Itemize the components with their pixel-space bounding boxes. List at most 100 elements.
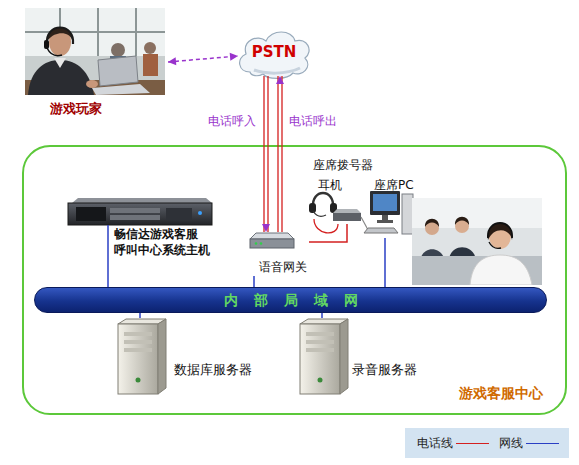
server-drive [110, 215, 160, 220]
headset [309, 193, 337, 216]
window-frame [25, 8, 165, 56]
device-label: 耳机 [318, 177, 342, 194]
monitor-base [377, 220, 393, 223]
headset-band [488, 223, 512, 238]
usb-cable [361, 217, 368, 230]
server-top [72, 198, 212, 203]
arrow-head [168, 57, 176, 65]
server-front [68, 203, 212, 225]
drive-bay [306, 332, 334, 336]
headset-mic [47, 48, 62, 56]
player-hair [48, 27, 72, 40]
cloud-shading [254, 68, 300, 73]
gateway-node: 语音网关 [247, 232, 309, 276]
database-tower [118, 319, 166, 394]
agents-photo [412, 198, 542, 285]
background-person-head [144, 42, 156, 54]
network-line [321, 313, 323, 318]
monitor [370, 191, 400, 215]
dialer-top [333, 209, 361, 213]
network-line [139, 313, 141, 318]
device-label: 数据库服务器 [174, 361, 252, 379]
connector [108, 258, 109, 287]
database-server-node: 数据库服务器 [112, 318, 264, 398]
phone-line [281, 76, 282, 232]
keyboard [364, 228, 398, 233]
connector [262, 76, 270, 232]
agent-pc [364, 191, 413, 234]
player-label: 游戏玩家 [50, 100, 102, 118]
headset-mic [313, 211, 326, 216]
pstn-cloud: PSTN [234, 26, 314, 80]
arrow-head [230, 53, 238, 61]
legend-box: 电话线网线 [405, 428, 569, 458]
desk-partition [412, 256, 542, 285]
recording-server-node: 录音服务器 [297, 318, 431, 398]
server-bay [76, 207, 106, 221]
tower-front [300, 324, 340, 394]
headset-cup [309, 203, 316, 213]
player-hand [86, 80, 98, 88]
agent-hair [488, 223, 513, 240]
drive-bay [306, 348, 334, 352]
tower-side [158, 319, 166, 394]
legend-line-sample [456, 443, 489, 444]
connector [254, 276, 255, 287]
arrow-head [276, 76, 284, 84]
band-label: 内部局域网 [35, 288, 546, 312]
agent-body [470, 255, 532, 285]
background-person-head [111, 43, 125, 57]
dialer-front [333, 213, 361, 221]
photo-background [412, 198, 542, 285]
player-collar [54, 58, 66, 68]
drive-bay [124, 348, 152, 352]
legend-text: 电话线 [417, 435, 453, 452]
agent-pc-node: 座席PC [368, 176, 414, 238]
connector [322, 313, 323, 318]
player-node: 游戏玩家 [22, 6, 168, 118]
cable-line [314, 219, 338, 233]
server-host [68, 198, 212, 225]
network-line [253, 276, 255, 287]
server-panel [166, 208, 192, 220]
connector [140, 313, 141, 318]
network-wire [107, 225, 109, 258]
gateway-led [260, 242, 263, 245]
network-line [107, 258, 109, 287]
recording-tower [300, 319, 348, 394]
network-line [384, 238, 386, 287]
phone-line [277, 76, 278, 232]
drive-bay [124, 332, 152, 336]
connector [276, 76, 284, 232]
drive-bay [306, 340, 334, 344]
device-label: 座席拨号器 [313, 157, 373, 174]
group-label: 游戏客服中心 [459, 385, 543, 403]
tower-front [118, 324, 158, 394]
connector-line [309, 224, 347, 242]
headset-node: 耳机 [312, 175, 340, 219]
arrow-head [262, 224, 270, 232]
connector [385, 238, 386, 287]
photo-background [25, 8, 165, 95]
headset-mic [489, 242, 501, 248]
background-person-body [143, 54, 158, 76]
headset-cup [44, 40, 49, 49]
edge-label: 电话呼出 [289, 113, 337, 130]
server-led [198, 211, 202, 215]
phone-line [263, 76, 264, 232]
dialer-device [333, 209, 361, 221]
device-label: 语音网关 [259, 259, 307, 276]
legend-line-sample [526, 443, 559, 444]
edge-label: 电话呼入 [208, 113, 256, 130]
connector [309, 224, 347, 242]
phone-line [267, 76, 268, 232]
lan-band: 内部局域网 [34, 287, 547, 313]
gateway-top [250, 233, 294, 239]
tower-side [340, 319, 348, 394]
agent-hair [455, 217, 469, 225]
cloud-label: PSTN [234, 43, 314, 61]
connector [314, 219, 338, 233]
headset-band [47, 28, 73, 45]
player-photo [25, 8, 165, 95]
gateway-led [255, 242, 258, 245]
